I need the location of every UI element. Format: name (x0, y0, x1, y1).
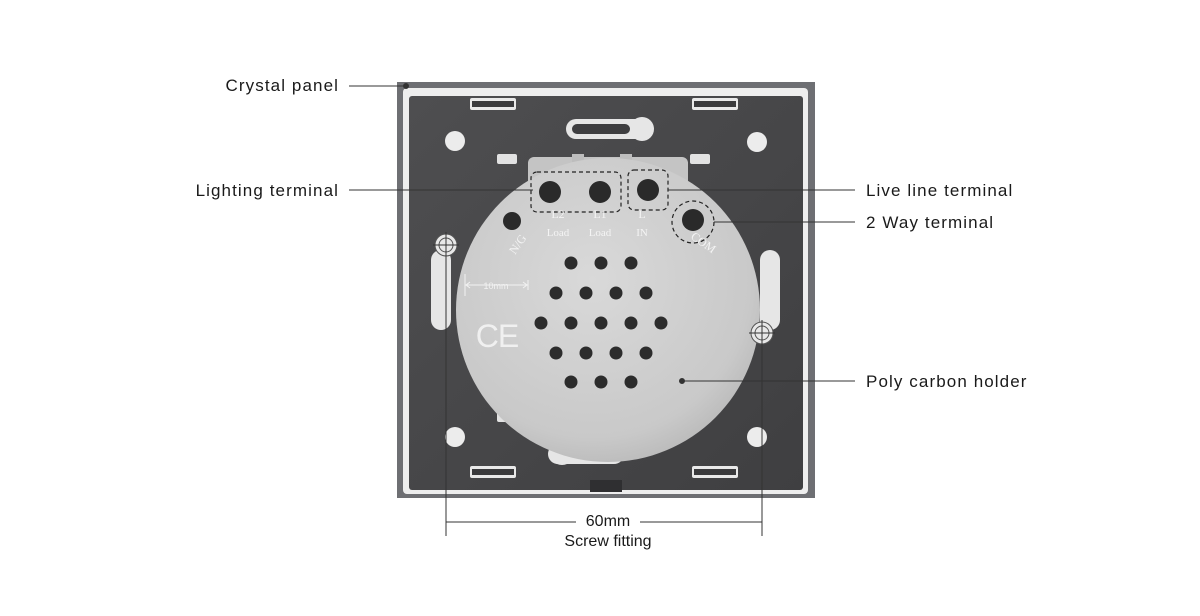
terminal-ng-hole (503, 212, 521, 230)
two-way-terminal-label: 2 Way terminal (866, 213, 995, 232)
vent-hole (594, 375, 608, 389)
crystal-panel-label: Crystal panel (225, 76, 339, 95)
lighting-terminal-highlight (530, 171, 622, 213)
mark-l1-sub: Load (589, 227, 612, 239)
terminal-l2-hole (539, 181, 561, 203)
vent-hole (579, 346, 593, 360)
screw-fitting-right (749, 320, 775, 346)
vent-hole (624, 316, 638, 330)
terminal-l1-hole (589, 181, 611, 203)
mark-l1-code: L1 (593, 207, 606, 221)
vent-hole (564, 316, 578, 330)
scale-marking (464, 274, 529, 296)
terminal-live-hole (637, 179, 659, 201)
vent-hole (564, 375, 578, 389)
terminal-com-hole (682, 209, 704, 231)
screw-fitting-left (433, 232, 459, 258)
top-tabs (470, 98, 738, 110)
vent-hole (594, 256, 608, 270)
poly-carbon-dot (679, 378, 685, 384)
poly-carbon-holder (456, 158, 760, 462)
terminal-holes (503, 179, 704, 231)
vent-hole (639, 286, 653, 300)
ce-mark: CE (476, 318, 518, 354)
dimension-lines (445, 258, 763, 536)
mark-l-sub: IN (636, 227, 648, 239)
mark-l2-code: L2 (551, 207, 564, 221)
live-line-terminal-label: Live line terminal (866, 181, 1014, 200)
vent-hole (624, 256, 638, 270)
vent-hole (654, 316, 668, 330)
dimension-value: 60mm (585, 513, 631, 530)
mark-l-code: L (638, 207, 645, 221)
vent-hole (609, 286, 623, 300)
vent-hole (549, 286, 563, 300)
lighting-terminal-label: Lighting terminal (195, 181, 339, 200)
mark-l2-sub: Load (547, 227, 570, 239)
vent-hole (534, 316, 548, 330)
scale-label: 10mm (483, 281, 508, 291)
vent-holes (534, 256, 668, 389)
crystal-panel-dot (403, 83, 409, 89)
callout-lines (349, 83, 855, 384)
vent-hole (624, 375, 638, 389)
vent-hole (564, 256, 578, 270)
vent-hole (579, 286, 593, 300)
vent-hole (609, 346, 623, 360)
vent-hole (639, 346, 653, 360)
bottom-tabs (470, 466, 738, 492)
vent-hole (549, 346, 563, 360)
top-keyhole-slot (566, 117, 654, 141)
poly-carbon-holder-label: Poly carbon holder (866, 372, 1028, 391)
dimension-caption: Screw fitting (564, 533, 652, 550)
vent-hole (594, 316, 608, 330)
